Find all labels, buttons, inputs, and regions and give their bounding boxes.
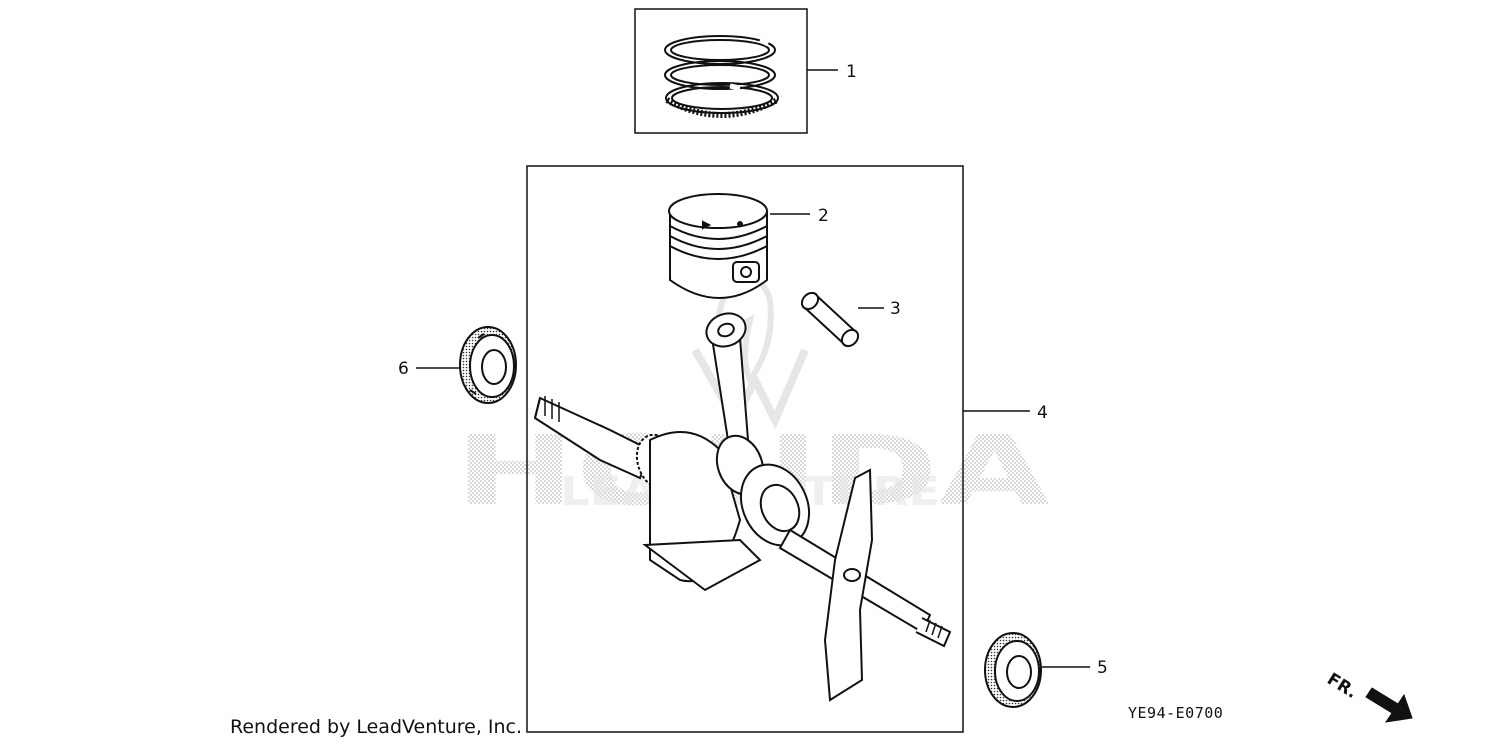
callout-2[interactable]: 2 [818,206,829,226]
callout-6[interactable]: 6 [398,359,409,379]
piston-rings-box [634,8,808,134]
piston-icon [668,193,768,299]
front-arrow-icon: FR. [1323,669,1413,723]
piston-rings-icon [664,35,779,118]
oil-seal-icon [459,326,517,404]
crankshaft-assembly-icon [533,312,952,702]
callout-5[interactable]: 5 [1097,658,1108,678]
crankshaft-assembly-box [526,165,964,733]
credit-text: Rendered by LeadVenture, Inc. [230,716,523,738]
piston-pin-icon [800,291,860,348]
callout-3[interactable]: 3 [890,299,901,319]
callout-4[interactable]: 4 [1037,403,1048,423]
callout-1[interactable]: 1 [846,62,857,82]
diagram-code: YE94-E0700 [1128,704,1223,722]
front-label: FR. [1323,669,1360,703]
oil-seal-icon [984,632,1042,708]
